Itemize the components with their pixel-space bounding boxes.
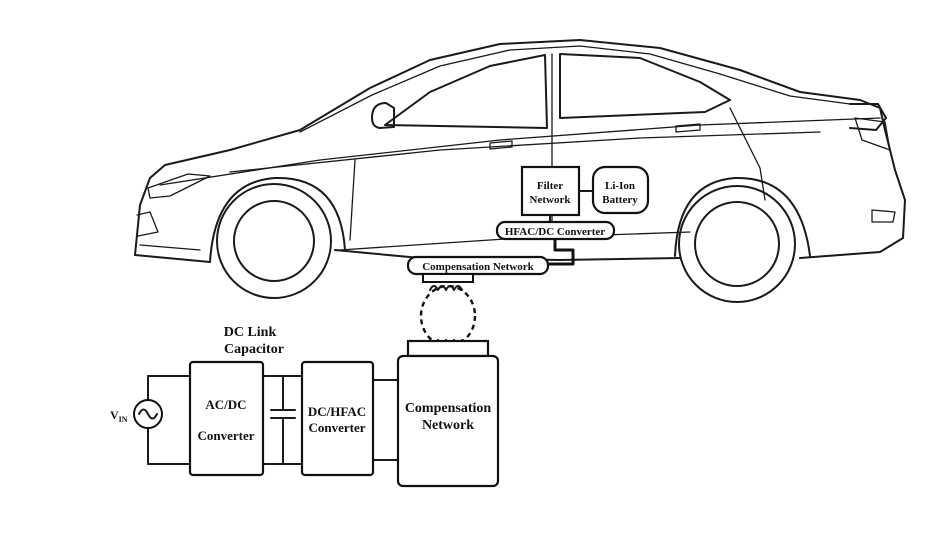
- car-outline: [134, 39, 906, 263]
- dc-link-label-2: Capacitor: [224, 342, 284, 357]
- dchfac-label-2: Converter: [308, 420, 365, 435]
- dc-hfac-converter-block: DC/HFAC Converter: [300, 360, 375, 477]
- compensation-network-big-block: Compensation Network: [396, 354, 500, 488]
- dchfac-label-1: DC/HFAC: [308, 404, 366, 419]
- primary-coil: [406, 339, 490, 358]
- battery-block: Li-Ion Battery: [591, 165, 650, 215]
- magnetic-coupling-field: [419, 284, 477, 348]
- compensation-network-small-label: Compensation Network: [422, 261, 534, 273]
- sine-wave-icon: [138, 408, 158, 420]
- ac-dc-converter-block: AC/DC Converter: [188, 360, 265, 477]
- acdc-label-1: AC/DC: [205, 397, 246, 412]
- battery-label-1: Li-Ion: [605, 180, 635, 192]
- hfac-dc-converter-block: HFAC/DC Converter: [495, 220, 616, 241]
- hfac-comp-wire: [545, 239, 575, 266]
- battery-label-2: Battery: [602, 194, 638, 206]
- dc-link-capacitor: [270, 375, 296, 465]
- ac-source: [133, 399, 163, 429]
- filter-network-block: Filter Network: [520, 165, 581, 217]
- compensation-big-label-1: Compensation: [405, 401, 492, 416]
- filter-network-label-2: Network: [530, 194, 572, 206]
- secondary-coil: [422, 273, 474, 291]
- dc-link-label-1: DC Link: [224, 325, 277, 340]
- front-wheel: [216, 183, 332, 299]
- filter-network-label-1: Filter: [537, 180, 563, 192]
- acdc-label-2: Converter: [197, 428, 254, 443]
- hfac-dc-converter-label: HFAC/DC Converter: [505, 226, 605, 238]
- compensation-network-small-block: Compensation Network: [406, 255, 550, 276]
- rear-wheel: [678, 185, 796, 303]
- vin-label: VIN: [110, 408, 128, 424]
- compensation-big-label-2: Network: [422, 418, 474, 433]
